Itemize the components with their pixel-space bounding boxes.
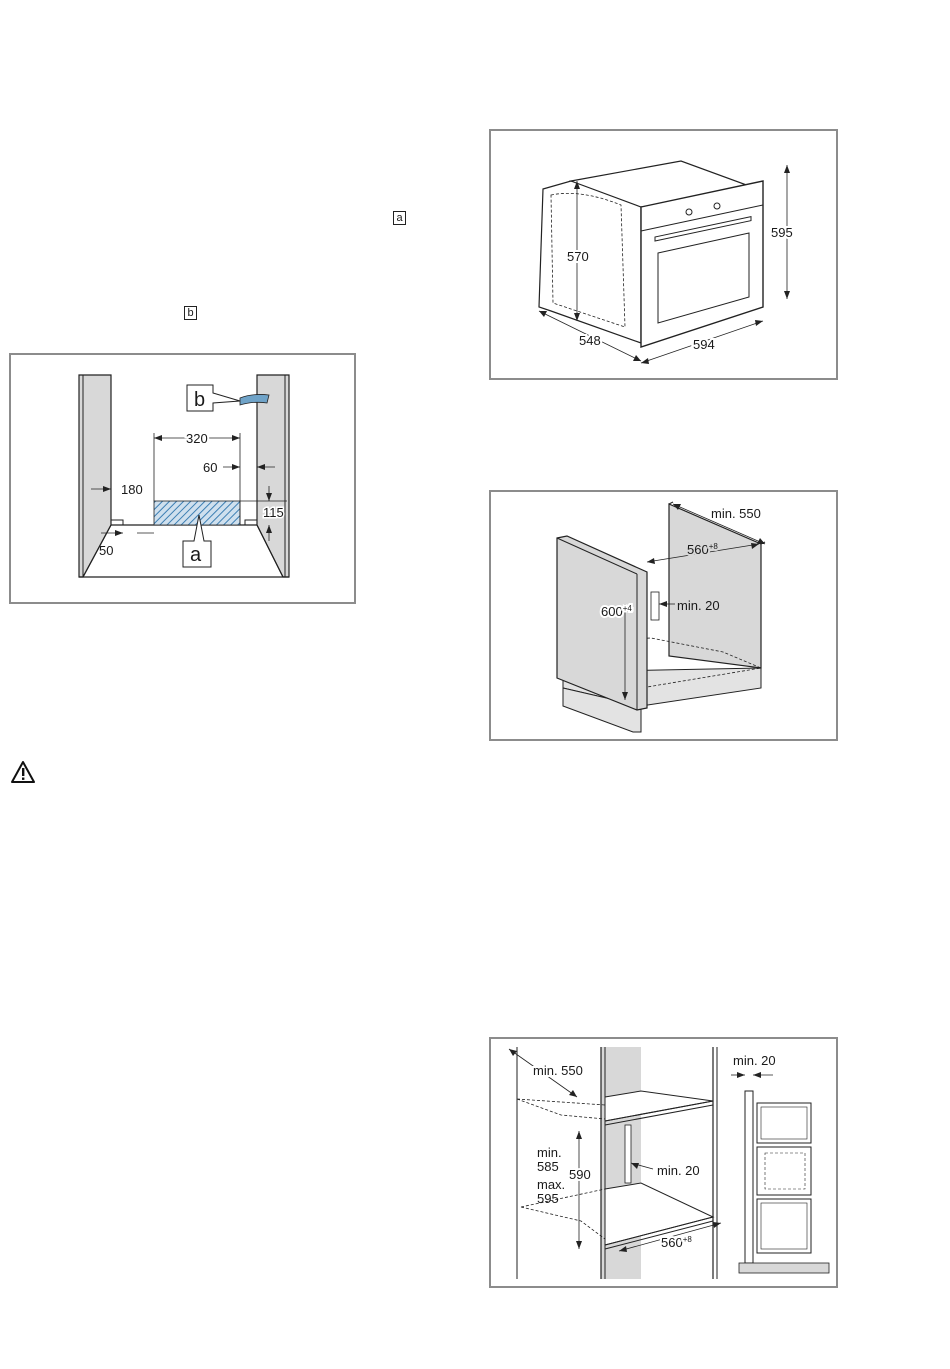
dim-60: 60 xyxy=(203,460,217,475)
callout-a: a xyxy=(190,544,202,566)
warning-triangle-icon xyxy=(10,760,36,784)
dim-590: 590 xyxy=(569,1167,591,1182)
dim-560-tolerance: +8 xyxy=(683,1235,693,1244)
callout-b: b xyxy=(194,389,205,411)
dim-115: 115 xyxy=(263,505,284,520)
dim-min550: min. 550 xyxy=(711,506,761,521)
dim-min550: min. 550 xyxy=(533,1063,583,1078)
dim-min20-top: min. 20 xyxy=(733,1053,776,1068)
dim-min20: min. 20 xyxy=(677,598,720,613)
dim-min20-mid: min. 20 xyxy=(657,1163,700,1178)
dim-max595-line2: 595 xyxy=(537,1191,559,1206)
marker-a: a xyxy=(393,211,406,225)
dim-50: 50 xyxy=(99,543,113,558)
dim-560-value: 560 xyxy=(661,1235,683,1250)
right-side-panel xyxy=(257,375,289,577)
dim-595: 595 xyxy=(771,225,793,240)
dim-560-value: 560 xyxy=(687,542,709,557)
dim-320: 320 xyxy=(186,431,208,446)
oven-dimensions-diagram: 570 595 548 594 xyxy=(489,129,838,380)
dim-560: 560+8 xyxy=(661,1235,692,1250)
dim-600-value: 600 xyxy=(601,604,623,619)
dim-548: 548 xyxy=(579,333,601,348)
dim-180: 180 xyxy=(121,482,143,497)
marker-b: b xyxy=(184,306,197,320)
under-counter-diagram: min. 550 560+8 600+4 min. 20 xyxy=(489,490,838,741)
dim-570: 570 xyxy=(567,249,589,264)
dim-max595-line1: max. xyxy=(537,1177,565,1192)
ventilation-diagram: b a 320 60 180 115 50 xyxy=(9,353,356,604)
dim-560-tolerance: +8 xyxy=(709,542,719,551)
dim-min585-line2: 585 xyxy=(537,1159,559,1174)
tall-unit-diagram: min. 550 min. 585 590 max. 595 min. 20 5… xyxy=(489,1037,838,1288)
vent-cutout-a xyxy=(154,501,240,525)
dim-600-tolerance: +4 xyxy=(623,604,633,613)
dim-594: 594 xyxy=(693,337,715,352)
dim-min585-line1: min. xyxy=(537,1145,562,1160)
